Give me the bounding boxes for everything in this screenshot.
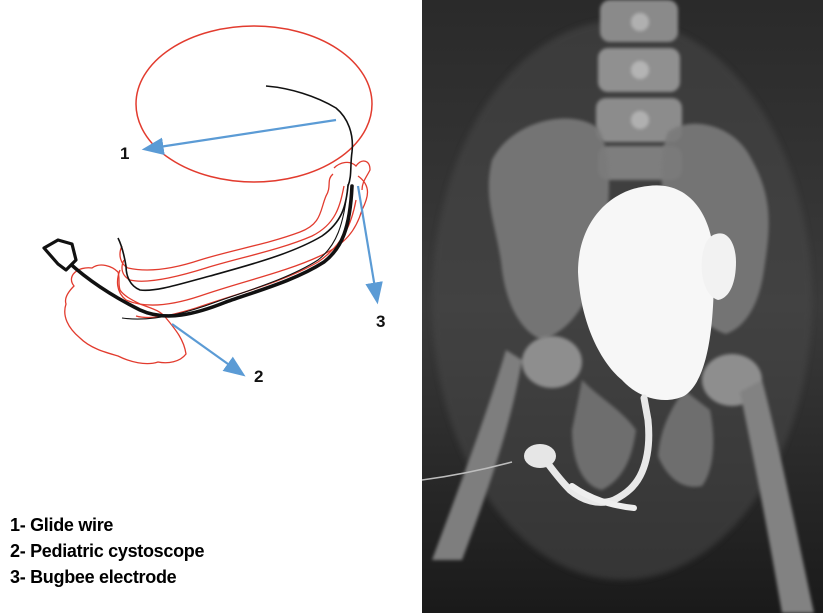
diagram-panel: 1 2 3 1- Glide wire 2- Pediatric cystosc… bbox=[0, 0, 422, 613]
callout-label-1: 1 bbox=[120, 145, 129, 162]
contrast-posterior-urethra-dilation bbox=[524, 444, 556, 468]
legend-item-cystoscope: 2- Pediatric cystoscope bbox=[10, 538, 204, 564]
legend-item-bugbee-electrode: 3- Bugbee electrode bbox=[10, 564, 204, 590]
urethra-outer-wall bbox=[120, 174, 333, 270]
callout-arrow-3 bbox=[358, 186, 377, 300]
callout-arrow-1 bbox=[146, 120, 336, 149]
callout-label-2: 2 bbox=[254, 368, 263, 385]
cystoscope-eyepiece bbox=[44, 240, 76, 270]
urethra-floor-wall bbox=[136, 200, 356, 318]
xray-panel bbox=[422, 0, 823, 613]
callout-arrow-2 bbox=[172, 324, 242, 374]
bladder-outline bbox=[136, 26, 372, 182]
urethra-lower-wall bbox=[118, 176, 368, 305]
callout-label-3: 3 bbox=[376, 313, 385, 330]
legend: 1- Glide wire 2- Pediatric cystoscope 3-… bbox=[10, 512, 204, 590]
radiograph-image bbox=[422, 0, 823, 613]
legend-item-glide-wire: 1- Glide wire bbox=[10, 512, 204, 538]
pediatric-cystoscope bbox=[62, 186, 352, 316]
urethra-inner-wall bbox=[122, 186, 344, 281]
